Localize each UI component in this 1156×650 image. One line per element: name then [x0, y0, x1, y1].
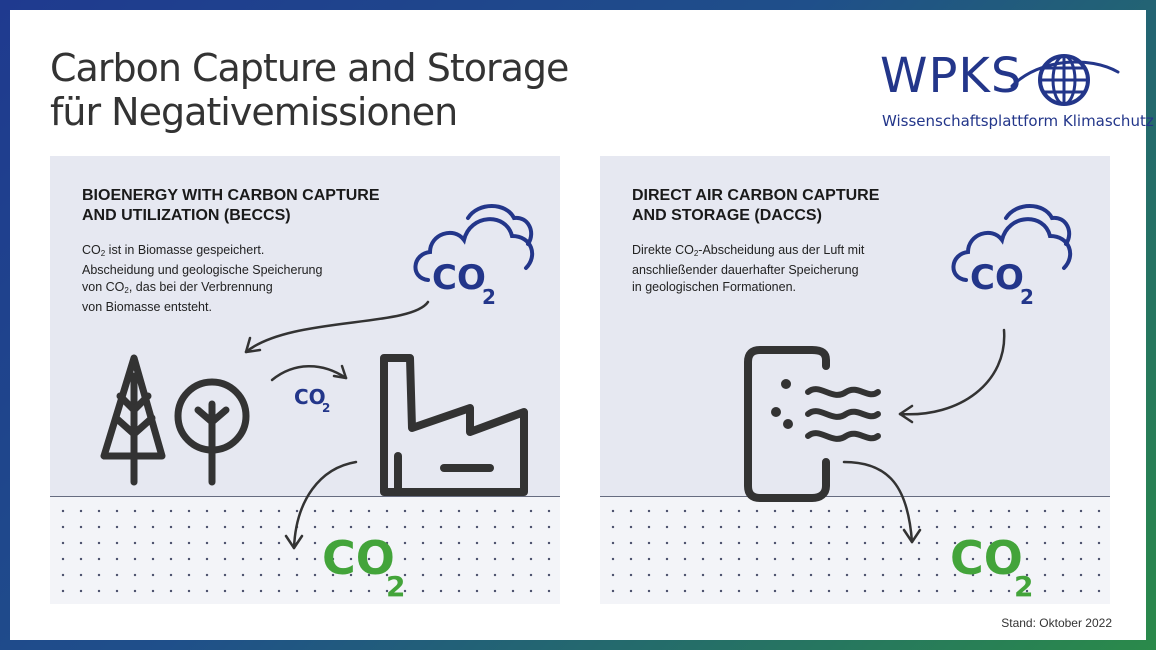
- beccs-line-1: CO2 ist in Biomasse gespeichert.: [82, 243, 265, 258]
- arrow-trees-to-factory: [270, 365, 348, 382]
- arrow-head-icon: [332, 364, 348, 380]
- arrow-cloud-to-trees: [244, 300, 430, 354]
- ground-layer: [50, 496, 560, 604]
- beccs-heading: BIOENERGY WITH CARBON CAPTURE AND UTILIZ…: [82, 186, 422, 226]
- dots-icon: [771, 379, 793, 429]
- daccs-line-2: anschließender dauerhafter Speicherung: [632, 263, 859, 277]
- wpks-logo: WPKS Wissenschaftsplattform Klimaschutz: [880, 46, 1154, 138]
- ground-co2-subscript: 2: [1014, 570, 1033, 603]
- logo-name: WPKS: [880, 48, 1023, 104]
- cloud-icon: [951, 204, 1073, 282]
- beccs-line-4: von Biomasse entsteht.: [82, 300, 212, 314]
- date-stamp: Stand: Oktober 2022: [1001, 616, 1112, 630]
- beccs-heading-line-2: AND UTILIZATION (BECCS): [82, 207, 291, 224]
- arrow-head-icon: [244, 336, 262, 354]
- daccs-line-1: Direkte CO2-Abscheidung aus der Luft mit: [632, 243, 865, 258]
- arrow-cloud-to-machine: [898, 328, 1006, 416]
- title-line-2: für Negativemissionen: [50, 90, 458, 134]
- transfer-co2-subscript: 2: [322, 401, 330, 415]
- daccs-illustration: CO 2 CO 2: [744, 204, 1073, 603]
- logo-subtitle: Wissenschaftsplattform Klimaschutz: [882, 112, 1154, 130]
- daccs-panel: DIRECT AIR CARBON CAPTURE AND STORAGE (D…: [600, 156, 1110, 604]
- beccs-line-3: von CO2, das bei der Verbrennung: [82, 280, 273, 295]
- daccs-heading: DIRECT AIR CARBON CAPTURE AND STORAGE (D…: [632, 186, 972, 226]
- infographic-frame: Carbon Capture and Storage für Negativem…: [10, 10, 1154, 640]
- globe-icon: [1010, 54, 1120, 106]
- daccs-description: Direkte CO2-Abscheidung aus der Luft mit…: [632, 242, 952, 296]
- beccs-description: CO2 ist in Biomasse gespeichert. Abschei…: [82, 242, 402, 316]
- tree-icon: [100, 354, 166, 486]
- page-title: Carbon Capture and Storage für Negativem…: [50, 46, 569, 134]
- arrow-machine-to-ground: [842, 460, 914, 544]
- beccs-illustration: CO 2 CO 2: [100, 204, 535, 603]
- ground-co2-subscript: 2: [386, 570, 405, 603]
- airflow-icon: [805, 386, 881, 442]
- daccs-heading-line-1: DIRECT AIR CARBON CAPTURE: [632, 187, 880, 204]
- cloud-icon: [413, 204, 535, 282]
- factory-icon: [380, 354, 528, 496]
- ground-co2-label: CO: [950, 531, 1023, 585]
- ground-co2-label: CO: [322, 531, 395, 585]
- arrow-head-icon: [284, 534, 304, 550]
- beccs-panel: BIOENERGY WITH CARBON CAPTURE AND UTILIZ…: [50, 156, 560, 604]
- daccs-line-3: in geologischen Formationen.: [632, 280, 796, 294]
- arrow-head-icon: [902, 528, 922, 544]
- air-capture-machine-icon: [744, 346, 830, 502]
- title-line-1: Carbon Capture and Storage: [50, 46, 569, 90]
- arrow-head-icon: [898, 404, 914, 424]
- ground-layer: [600, 496, 1110, 604]
- cloud-co2-subscript: 2: [1020, 285, 1034, 309]
- arrow-factory-to-ground: [292, 460, 358, 550]
- daccs-heading-line-2: AND STORAGE (DACCS): [632, 207, 822, 224]
- beccs-line-2: Abscheidung und geologische Speicherung: [82, 263, 323, 277]
- transfer-co2-label: CO: [294, 385, 326, 409]
- beccs-heading-line-1: BIOENERGY WITH CARBON CAPTURE: [82, 187, 380, 204]
- cloud-co2-label: CO: [432, 258, 486, 298]
- cloud-co2-label: CO: [970, 258, 1024, 298]
- cloud-co2-subscript: 2: [482, 285, 496, 309]
- tree-icon: [174, 378, 250, 486]
